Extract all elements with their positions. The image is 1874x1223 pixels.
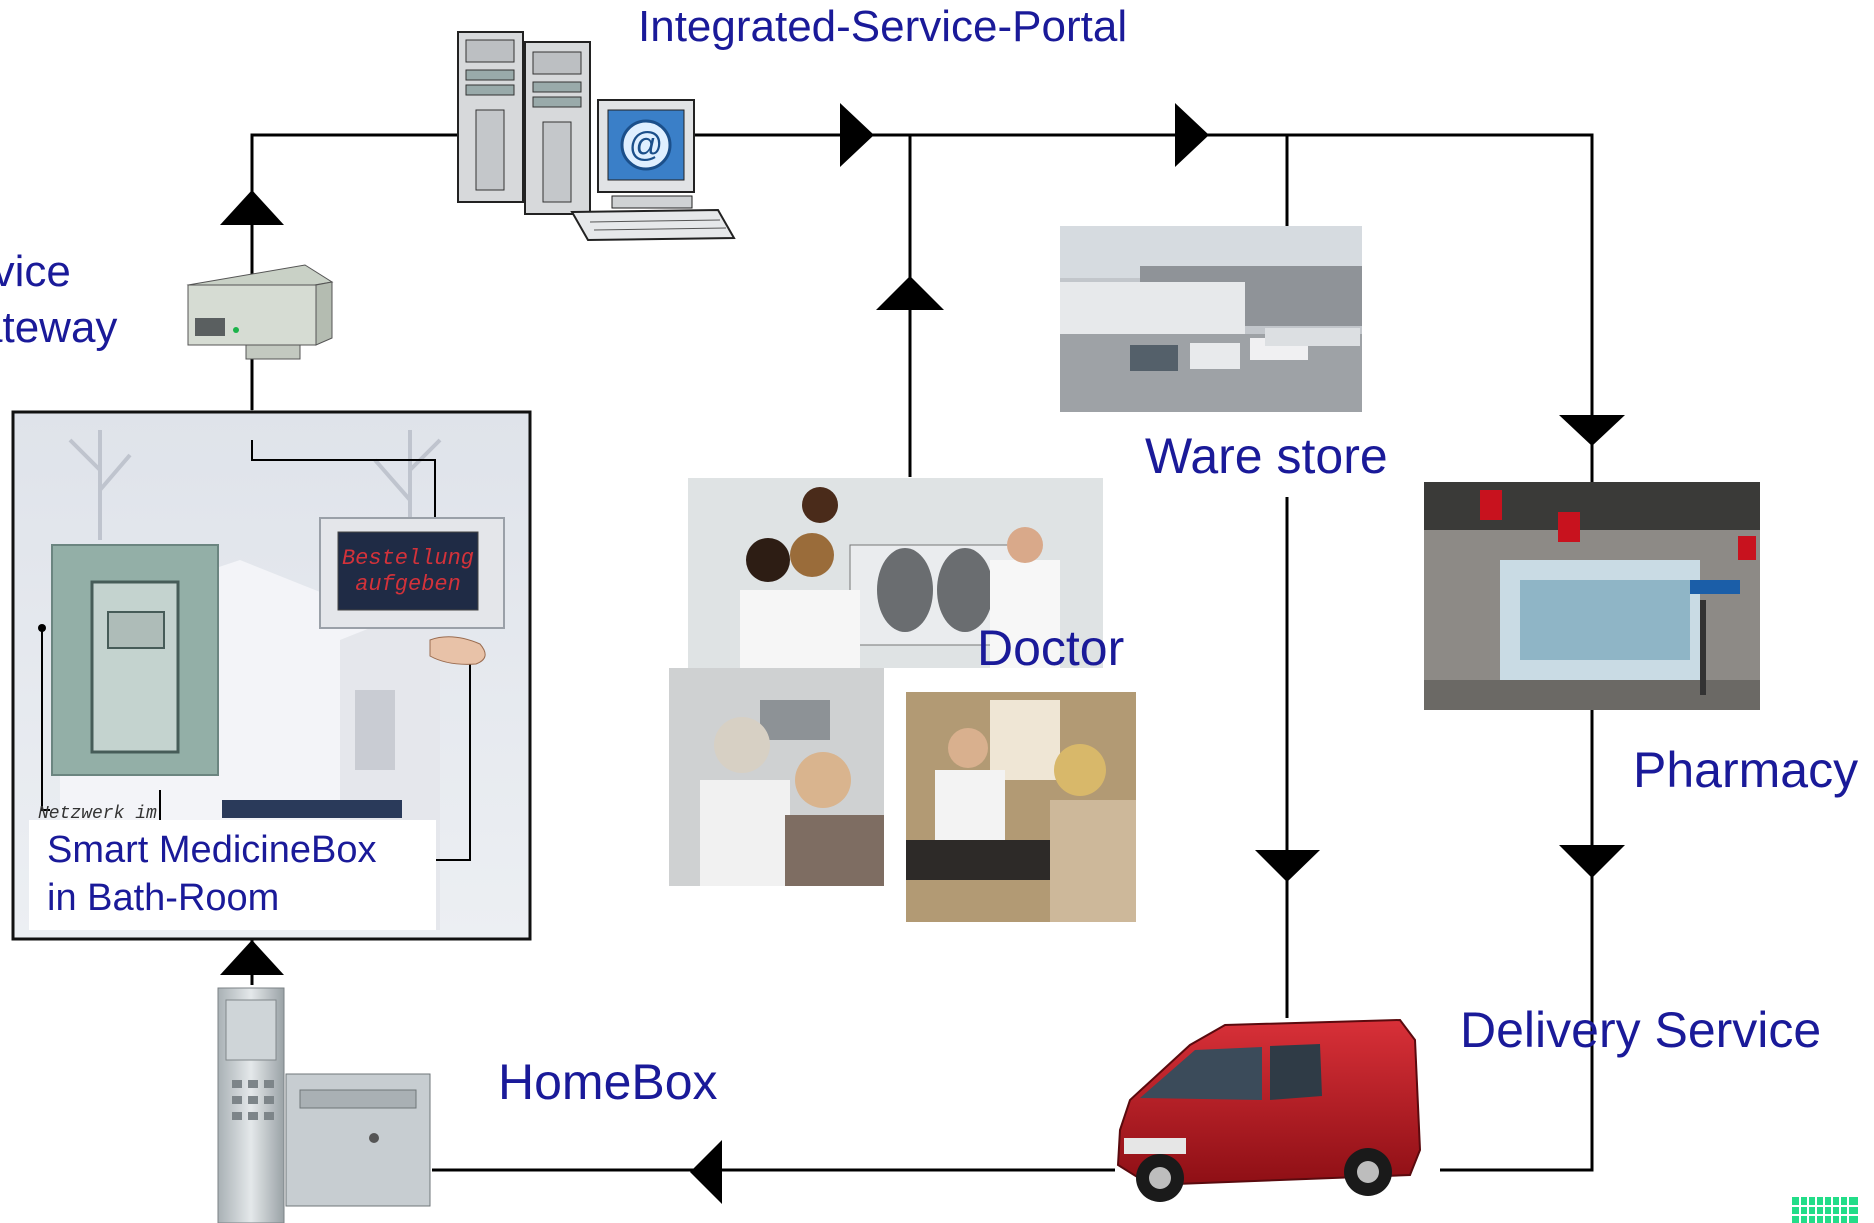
arrow-right-icon [840,103,874,167]
pharmacy-image [1424,482,1760,710]
homebox-image [217,987,431,1223]
gateway-label: rvice ateway [0,244,117,356]
arrow-left-icon [690,1140,722,1204]
corner-logo-icon [1792,1197,1858,1223]
doctor-xray-image [688,478,1103,668]
delivery-van-image [1116,1018,1422,1202]
order-screen-text-line2: aufgeben [355,572,461,597]
gateway-device-image [186,264,334,360]
network-text: Netzwerk im [38,804,157,824]
doctor-label: Doctor [977,620,1125,676]
arrow-down-icon [1559,415,1625,446]
order-screen [337,531,479,611]
arrow-up-icon [220,190,284,225]
medicine-box-label: Smart MedicineBox in Bath-Room [29,820,436,930]
portal-server-image: @ [457,31,736,242]
order-screen-text-line1: Bestellung [342,546,474,571]
svg-text:@: @ [629,126,664,164]
homebox-label: HomeBox [498,1054,718,1110]
medicine-box-label-line2: in Bath-Room [47,877,280,919]
portal-label: Integrated-Service-Portal [638,2,1128,51]
arrow-down-icon [1255,850,1320,882]
at-sign-icon [620,119,672,171]
delivery-service-label: Delivery Service [1460,1002,1822,1058]
gateway-label-line1: rvice [0,247,71,296]
arrow-right-icon [1175,103,1209,167]
ware-store-image [1060,226,1362,412]
arrow-up-icon [220,940,284,975]
pharmacy-label: Pharmacy [1633,742,1859,798]
arrow-up-icon [876,276,944,310]
ware-store-label: Ware store [1145,428,1388,484]
gateway-label-line2: ateway [0,303,118,352]
doctor-eye-exam-image [669,668,884,886]
medicine-box-label-line1: Smart MedicineBox [47,829,377,871]
doctor-consultation-image [906,692,1136,922]
arrow-down-icon [1559,845,1625,878]
